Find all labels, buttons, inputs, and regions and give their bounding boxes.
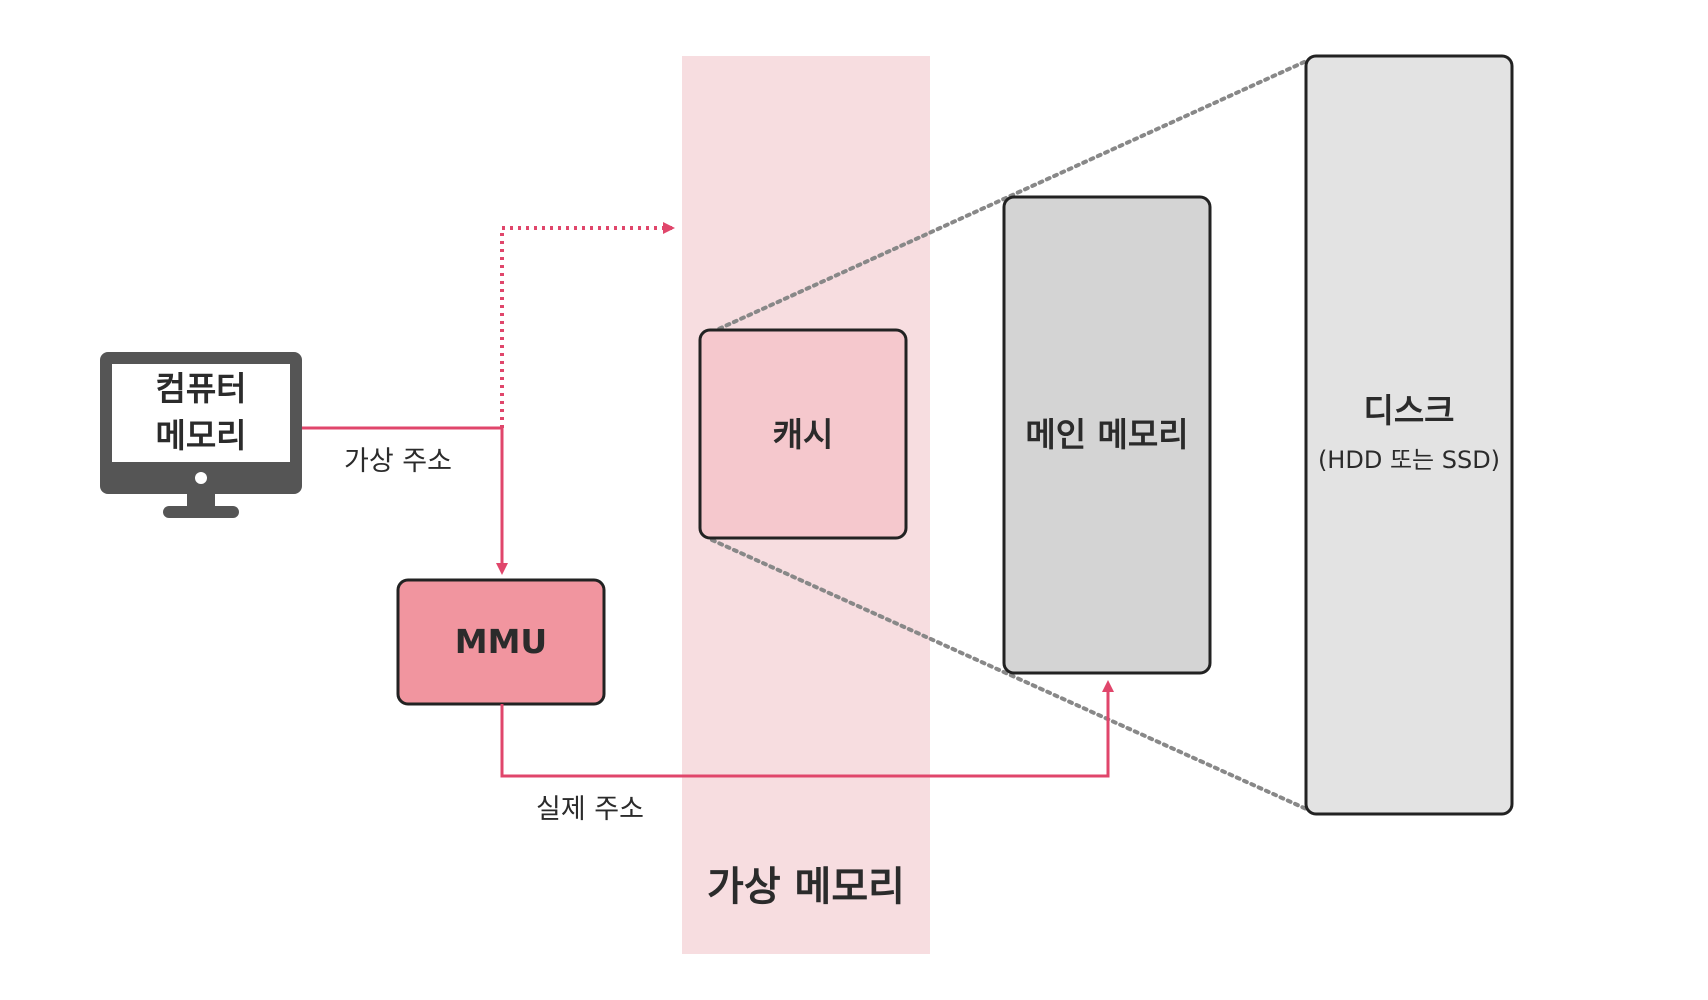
main-memory-box	[1002, 195, 1212, 675]
cache-box	[698, 328, 908, 540]
virtual-address-label: 가상 주소	[344, 446, 452, 477]
monitor-icon	[100, 352, 302, 518]
zoom-line-bottom	[710, 538, 1315, 814]
disk-sublabel: (HDD 또는 SSD)	[1318, 446, 1500, 474]
cache-label: 캐시	[773, 415, 834, 454]
computer-label-line2: 메모리	[155, 416, 246, 455]
virtual-memory-dotted-edge	[500, 222, 675, 428]
disk-label: 디스크	[1363, 391, 1454, 430]
disk-box	[1304, 54, 1514, 816]
mmu-label: MMU	[455, 622, 547, 661]
physical-address-edge	[500, 680, 1114, 778]
physical-address-label: 실제 주소	[536, 794, 644, 825]
zoom-line-top	[710, 56, 1315, 334]
virtual-memory-label: 가상 메모리	[707, 864, 905, 910]
main-memory-label: 메인 메모리	[1025, 415, 1188, 454]
computer-label-line1: 컴퓨터	[155, 369, 246, 408]
